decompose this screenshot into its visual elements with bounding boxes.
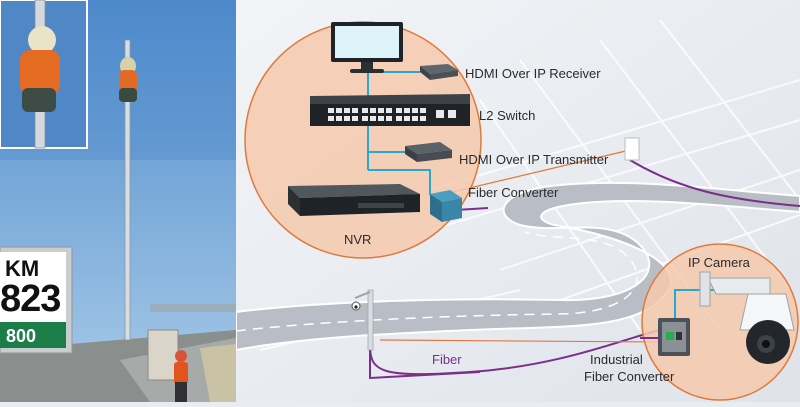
monitor-icon	[331, 22, 403, 73]
utility-box	[624, 137, 640, 161]
label-industrial-line1: Industrial	[590, 352, 643, 367]
km-sign-bottom: 800	[6, 326, 37, 346]
hdmi-transmitter-icon	[405, 142, 452, 162]
km-sign-number: 823	[0, 278, 61, 320]
industrial-fiber-converter-icon	[658, 318, 690, 356]
nvr-icon	[288, 184, 420, 216]
fiber-converter-icon	[430, 190, 462, 222]
label-ip-camera: IP Camera	[688, 255, 750, 270]
km-sign-label: KM	[5, 256, 40, 281]
inset-photo	[0, 0, 88, 149]
fiber-cable-segment	[369, 345, 481, 380]
label-fiber: Fiber	[432, 352, 462, 367]
ip-camera-icon	[699, 271, 795, 364]
switch-icon	[310, 94, 470, 126]
street-pole	[351, 289, 374, 351]
label-hdmi-transmitter: HDMI Over IP Transmitter	[459, 152, 609, 167]
label-fiber-converter: Fiber Converter	[468, 185, 559, 200]
ground-worker	[174, 350, 188, 402]
climbing-worker	[119, 57, 137, 102]
pole	[124, 39, 131, 341]
label-l2-switch: L2 Switch	[479, 108, 536, 123]
km-sign	[0, 246, 73, 354]
road-center-line	[235, 231, 638, 332]
label-industrial-line2: Fiber Converter	[584, 369, 675, 384]
hdmi-receiver-icon	[420, 64, 458, 80]
pole-cabinet	[147, 329, 179, 381]
label-nvr: NVR	[344, 232, 372, 247]
callout-line	[379, 339, 661, 343]
label-hdmi-receiver: HDMI Over IP Receiver	[465, 66, 601, 81]
